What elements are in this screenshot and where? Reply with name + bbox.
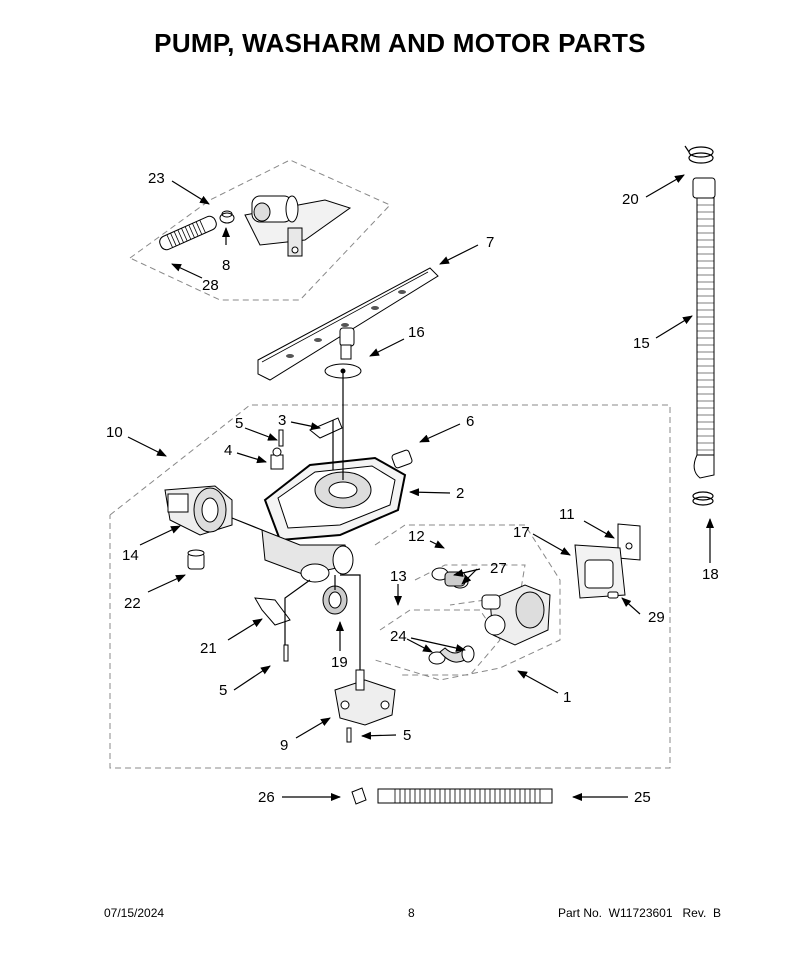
callout-5-bottom: 5 <box>403 727 411 744</box>
bracket-part-3 <box>309 417 343 439</box>
drain-hose-part-25 <box>377 788 553 804</box>
clamp-part-18 <box>692 491 714 506</box>
callout-18: 18 <box>702 566 719 583</box>
callout-29: 29 <box>648 609 665 626</box>
callout-16: 16 <box>408 324 425 341</box>
callout-12: 12 <box>408 528 425 545</box>
callout-6: 6 <box>466 413 474 430</box>
circulation-motor-part-14 <box>164 485 233 536</box>
sump-part-2 <box>261 456 407 583</box>
callout-labels: 23 8 28 7 16 5 3 4 10 6 2 14 22 21 5 19 … <box>106 170 719 806</box>
callout-7: 7 <box>486 234 494 251</box>
screw-part-5-left <box>283 644 289 662</box>
drain-pump-group-outline <box>374 524 561 681</box>
callout-4: 4 <box>224 442 232 459</box>
callout-17: 17 <box>513 524 530 541</box>
footer-date: 07/15/2024 <box>104 906 165 920</box>
callout-9: 9 <box>280 737 288 754</box>
clip-part-8 <box>219 210 235 224</box>
footer-part-number: Part No. W11723601 Rev. B <box>558 906 721 920</box>
o-ring-part-6 <box>391 449 413 469</box>
screw-part-5-bottom <box>346 727 352 743</box>
callout-26: 26 <box>258 789 275 806</box>
diverter-motor-part-23 <box>244 195 352 257</box>
fill-hose-part-15 <box>692 177 716 479</box>
bracket-part-11 <box>617 523 641 561</box>
callout-25: 25 <box>634 789 651 806</box>
dashed-group-outlines <box>109 159 671 769</box>
pump-mount-part-17 <box>574 544 626 599</box>
callout-1: 1 <box>563 689 571 706</box>
inlet-hose-part-28 <box>159 215 217 251</box>
callout-22: 22 <box>124 595 141 612</box>
callout-10: 10 <box>106 424 123 441</box>
sensor-part-4 <box>270 447 284 470</box>
screw-part-5-top <box>278 429 284 447</box>
callout-2: 2 <box>456 485 464 502</box>
lower-wash-arm-part-7 <box>257 267 439 381</box>
elbows-part-24 <box>428 645 475 665</box>
callout-28: 28 <box>202 277 219 294</box>
page-title: PUMP, WASHARM AND MOTOR PARTS <box>154 28 646 58</box>
clamp-part-20 <box>684 145 714 164</box>
hose-clamps-part-27 <box>431 567 469 589</box>
callout-13: 13 <box>390 568 407 585</box>
callout-19: 19 <box>331 654 348 671</box>
drain-pump-part-1 <box>481 584 551 646</box>
callout-5-left: 5 <box>219 682 227 699</box>
callout-14: 14 <box>122 547 139 564</box>
main-pump-group-outline <box>109 404 671 769</box>
seal-part-19 <box>322 585 348 615</box>
callout-20: 20 <box>622 191 639 208</box>
leader-arrows <box>127 174 714 801</box>
assembly-lines <box>231 372 361 670</box>
callout-3: 3 <box>278 412 286 429</box>
drain-hose-clamp-part-26 <box>351 787 367 805</box>
pump-housing-part-9 <box>334 669 396 726</box>
grommet-part-22 <box>187 549 205 570</box>
callout-21: 21 <box>200 640 217 657</box>
callout-27: 27 <box>490 560 507 577</box>
bracket-part-21 <box>254 597 291 626</box>
footer-page-number: 8 <box>408 906 415 920</box>
callout-11: 11 <box>559 506 575 523</box>
screw-part-29 <box>607 591 619 599</box>
callout-24: 24 <box>390 628 407 645</box>
callout-8: 8 <box>222 257 230 274</box>
callout-15: 15 <box>633 335 650 352</box>
callout-5-top: 5 <box>235 415 243 432</box>
callout-23: 23 <box>148 170 165 187</box>
